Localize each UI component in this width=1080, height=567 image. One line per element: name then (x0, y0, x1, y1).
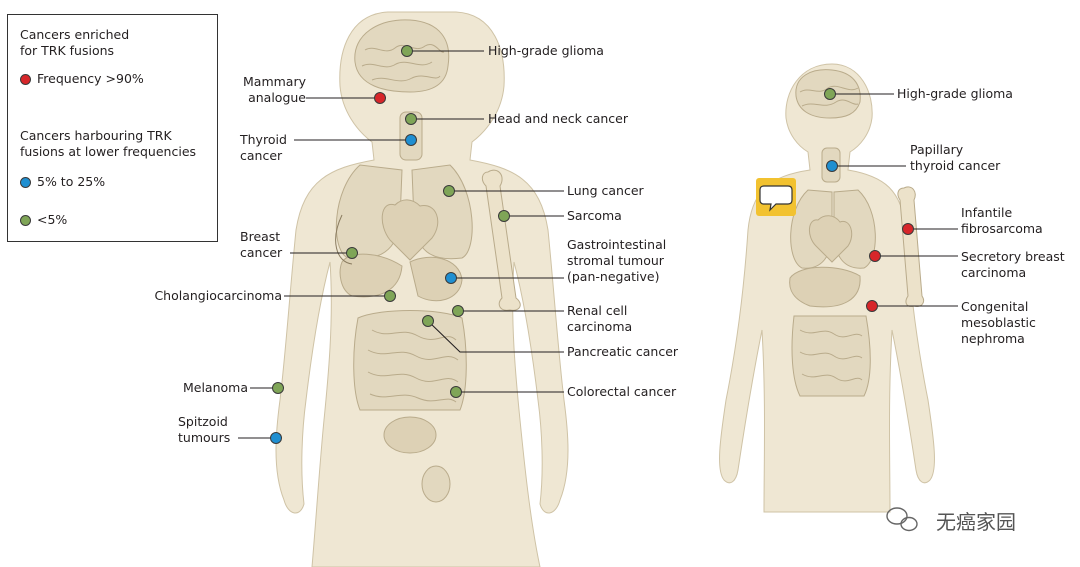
legend-lower-title: Cancers harbouring TRK fusions at lower … (20, 128, 197, 159)
marker-child-congenital (866, 300, 878, 312)
label-pancreatic: Pancreatic cancer (567, 344, 679, 359)
marker-child-papillary (826, 160, 838, 172)
marker-child-infantile (902, 223, 914, 235)
legend-freq-mid: 5% to 25% (37, 174, 106, 189)
child-leader-lines (830, 93, 958, 307)
label-sarcoma: Sarcoma (567, 208, 622, 223)
wechat-icon (886, 507, 918, 532)
label-child-congenital: Congenital mesoblastic nephroma (961, 299, 1036, 346)
label-cholangio: Cholangiocarcinoma (154, 288, 282, 303)
label-renal: Renal cell carcinoma (567, 303, 633, 334)
label-spitzoid: Spitzoid tumours (178, 414, 231, 445)
adult-markers (270, 45, 510, 444)
marker-glioma (401, 45, 413, 57)
label-head-neck: Head and neck cancer (488, 111, 629, 126)
label-child-papillary: Papillary thyroid cancer (910, 142, 1001, 173)
marker-pancreatic (422, 315, 434, 327)
label-gist: Gastrointestinal stromal tumour (pan-neg… (567, 237, 667, 284)
marker-sarcoma (498, 210, 510, 222)
legend-freq-high: Frequency >90% (37, 71, 144, 86)
marker-child-secretory (869, 250, 881, 262)
marker-head-neck (405, 113, 417, 125)
marker-colorectal (450, 386, 462, 398)
marker-lung (443, 185, 455, 197)
legend-dot-low (20, 215, 31, 226)
label-child-glioma: High-grade glioma (897, 86, 1013, 101)
label-glioma: High-grade glioma (488, 43, 604, 58)
legend-enriched-title: Cancers enriched for TRK fusions (20, 27, 130, 58)
marker-spitzoid (270, 432, 282, 444)
legend: Cancers enriched for TRK fusions Frequen… (7, 14, 218, 242)
legend-freq-low: <5% (37, 212, 68, 227)
marker-gist (445, 272, 457, 284)
label-colorectal: Colorectal cancer (567, 384, 677, 399)
label-lung: Lung cancer (567, 183, 644, 198)
label-child-infantile: Infantile fibrosarcoma (961, 205, 1043, 236)
label-breast: Breast cancer (240, 229, 283, 260)
adult-leader-lines (238, 50, 564, 439)
label-thyroid: Thyroid cancer (240, 132, 287, 163)
watermark-text: 无癌家园 (936, 510, 1016, 534)
label-child-secretory: Secretory breast carcinoma (961, 249, 1065, 280)
speech-bubble-icon[interactable] (756, 178, 796, 216)
marker-mammary (374, 92, 386, 104)
marker-melanoma (272, 382, 284, 394)
legend-dot-high (20, 74, 31, 85)
label-melanoma: Melanoma (182, 380, 248, 395)
marker-child-glioma (824, 88, 836, 100)
legend-dot-mid (20, 177, 31, 188)
adult-body (275, 11, 569, 567)
marker-cholangio (384, 290, 396, 302)
child-body (719, 63, 935, 513)
marker-thyroid (405, 134, 417, 146)
child-markers (824, 88, 914, 312)
marker-breast (346, 247, 358, 259)
label-mammary: Mammary analogue (243, 74, 306, 105)
marker-renal (452, 305, 464, 317)
